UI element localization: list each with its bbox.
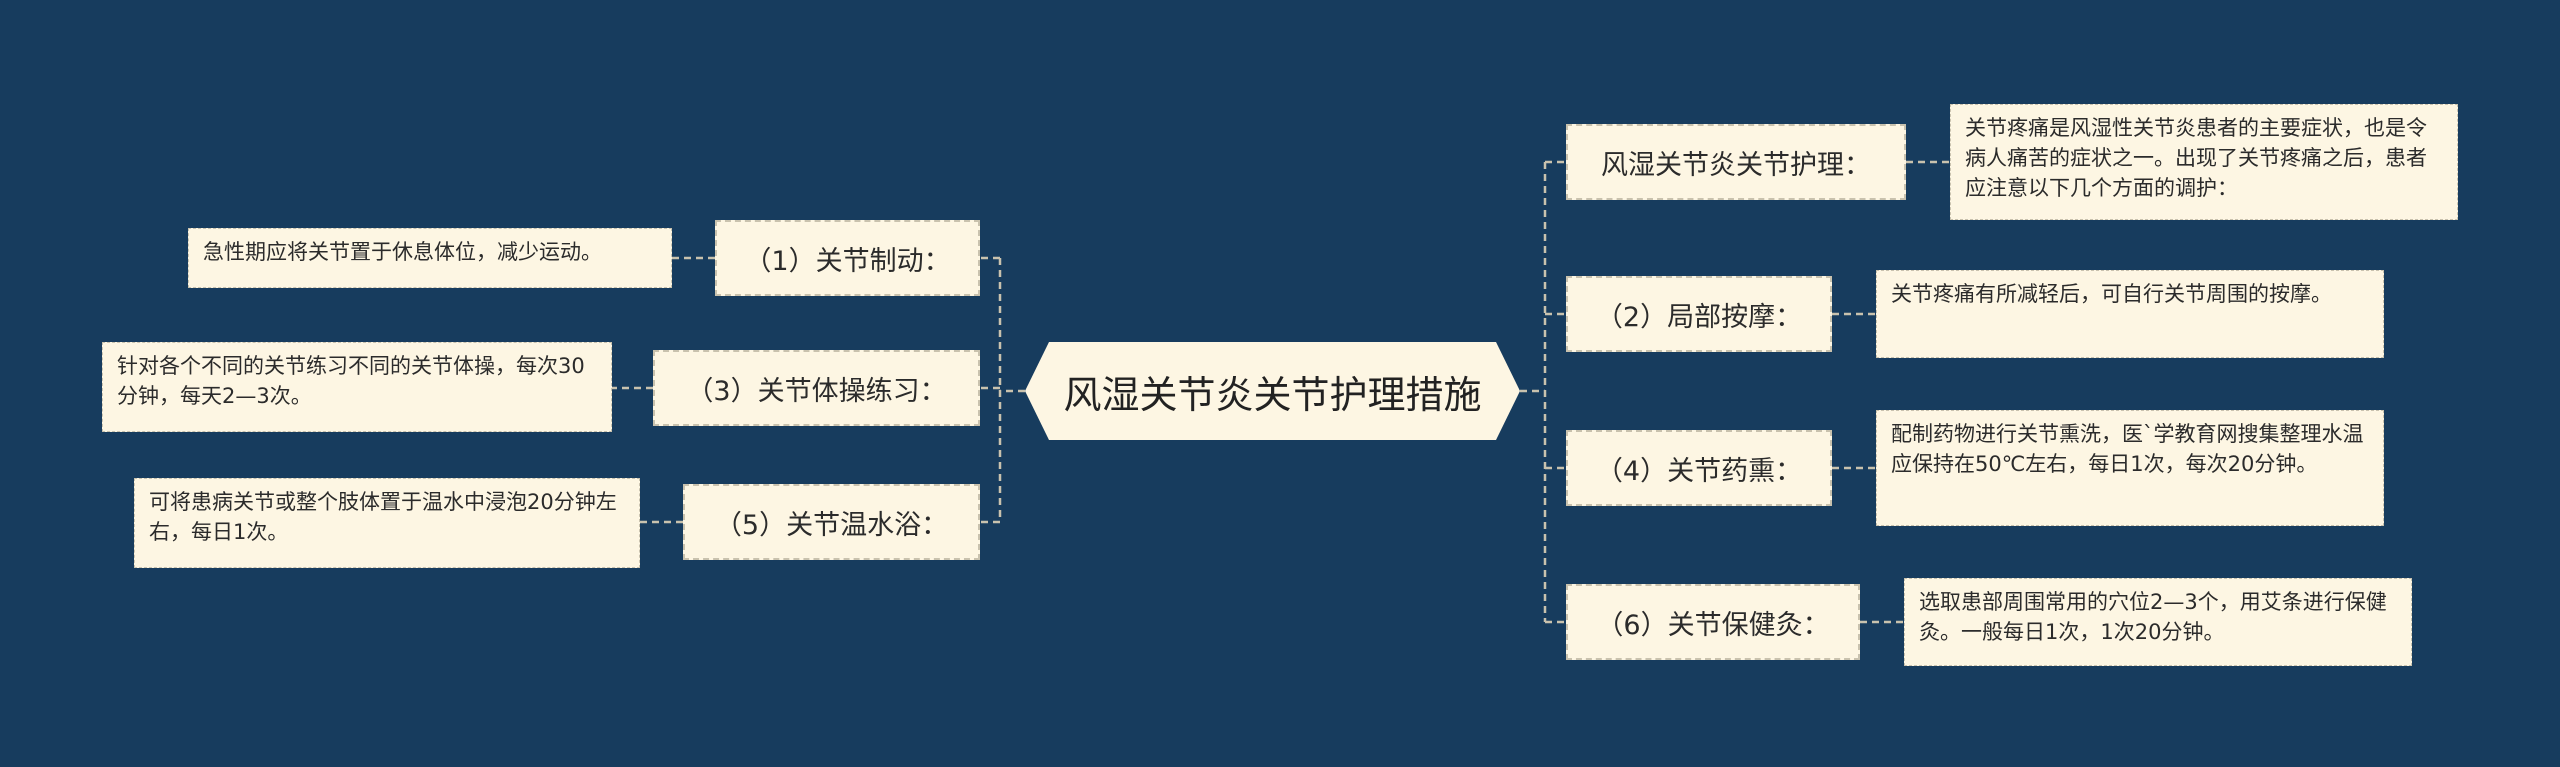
note-l3[interactable]: 可将患病关节或整个肢体置于温水中浸泡20分钟左右，每日1次。 [134, 478, 640, 568]
branch-label: （5）关节温水浴： [714, 509, 949, 541]
note-text: 配制药物进行关节熏洗，医`学教育网搜集整理水温应保持在50℃左右，每日1次，每次… [1891, 422, 2364, 476]
note-text: 关节疼痛是风湿性关节炎患者的主要症状，也是令病人痛苦的症状之一。出现了关节疼痛之… [1965, 116, 2427, 200]
branch-label: 风湿关节炎关节护理： [1601, 149, 1871, 181]
branch-label: （3）关节体操练习： [686, 375, 947, 407]
branch-label: （4）关节药熏： [1595, 455, 1803, 487]
note-text: 关节疼痛有所减轻后，可自行关节周围的按摩。 [1891, 282, 2332, 306]
note-l2[interactable]: 针对各个不同的关节练习不同的关节体操，每次30分钟，每天2—3次。 [102, 342, 612, 432]
branch-r4[interactable]: （6）关节保健灸： [1566, 584, 1860, 660]
branch-label: （1）关节制动： [744, 245, 951, 277]
note-text: 急性期应将关节置于休息体位，减少运动。 [203, 240, 602, 264]
note-r3[interactable]: 配制药物进行关节熏洗，医`学教育网搜集整理水温应保持在50℃左右，每日1次，每次… [1876, 410, 2384, 526]
note-r4[interactable]: 选取患部周围常用的穴位2—3个，用艾条进行保健灸。一般每日1次，1次20分钟。 [1904, 578, 2412, 666]
branch-r1[interactable]: 风湿关节炎关节护理： [1566, 124, 1906, 200]
branch-l2[interactable]: （3）关节体操练习： [653, 350, 980, 426]
note-text: 针对各个不同的关节练习不同的关节体操，每次30分钟，每天2—3次。 [117, 354, 585, 408]
branch-r2[interactable]: （2）局部按摩： [1566, 276, 1832, 352]
branch-l1[interactable]: （1）关节制动： [715, 220, 980, 296]
note-text: 可将患病关节或整个肢体置于温水中浸泡20分钟左右，每日1次。 [149, 490, 617, 544]
note-r2[interactable]: 关节疼痛有所减轻后，可自行关节周围的按摩。 [1876, 270, 2384, 358]
root-topic[interactable]: 风湿关节炎关节护理措施 [1025, 342, 1520, 440]
note-r1[interactable]: 关节疼痛是风湿性关节炎患者的主要症状，也是令病人痛苦的症状之一。出现了关节疼痛之… [1950, 104, 2458, 220]
note-l1[interactable]: 急性期应将关节置于休息体位，减少运动。 [188, 228, 672, 288]
branch-r3[interactable]: （4）关节药熏： [1566, 430, 1832, 506]
branch-label: （2）局部按摩： [1595, 301, 1803, 333]
branch-label: （6）关节保健灸： [1596, 609, 1830, 641]
branch-l3[interactable]: （5）关节温水浴： [683, 484, 980, 560]
root-topic-label: 风湿关节炎关节护理措施 [1063, 372, 1482, 417]
note-text: 选取患部周围常用的穴位2—3个，用艾条进行保健灸。一般每日1次，1次20分钟。 [1919, 590, 2387, 644]
